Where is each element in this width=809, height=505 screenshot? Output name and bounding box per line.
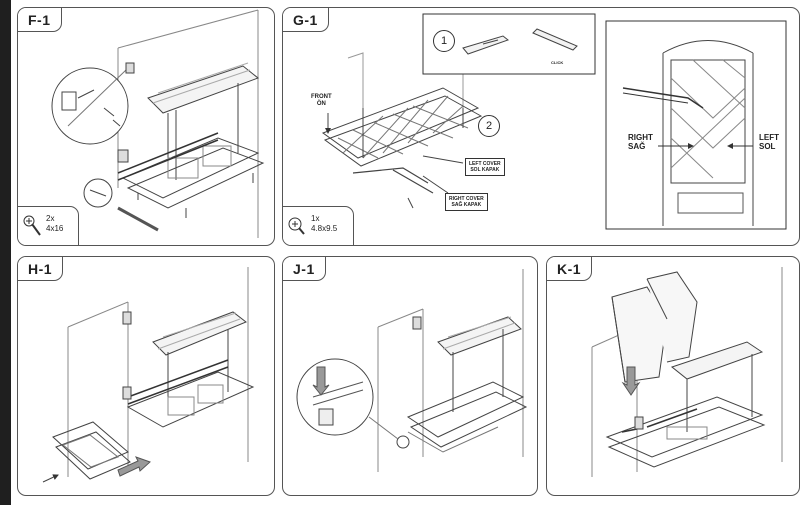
detail-left-label: LEFT SOL [759, 133, 779, 151]
panel-title: F-1 [18, 8, 62, 32]
screw-quantity: 2x [46, 214, 55, 223]
panel-f1: F-1 2x 4x16 [17, 7, 275, 246]
screw-size: 4x16 [46, 224, 64, 233]
hardware-box: 1x 4.8x9.5 [283, 206, 354, 245]
detail-right-label: RIGHT SAĞ [628, 133, 653, 151]
screw-icon [23, 215, 41, 236]
h1-illustration [42, 267, 255, 483]
panel-title: J-1 [283, 257, 326, 281]
step-1-badge: 1 [433, 30, 455, 52]
left-cover-label: LEFT COVER SOL KAPAK [465, 158, 505, 176]
screw-quantity: 1x [311, 214, 320, 223]
right-cover-label: RIGHT COVER SAĞ KAPAK [445, 193, 488, 211]
panel-j1: J-1 [282, 256, 538, 496]
screw-icon [288, 217, 305, 235]
left-edge-bar [0, 0, 11, 505]
step-2-badge: 2 [478, 115, 500, 137]
panel-title: K-1 [547, 257, 593, 281]
hardware-box: 2x 4x16 [18, 206, 79, 245]
panel-k1: K-1 [546, 256, 800, 496]
panel-h1: H-1 [17, 256, 275, 496]
k1-illustration [591, 267, 783, 477]
f1-illustration [51, 9, 265, 238]
click-label: CLICK [551, 60, 564, 65]
j1-illustration [296, 269, 528, 472]
panel-title: H-1 [18, 257, 64, 281]
front-label: FRONT ÖN [311, 94, 332, 107]
panel-g1: G-1 FRONT ÖN 1 2 CLICK LEFT COVER SOL KA… [282, 7, 800, 246]
screw-size: 4.8x9.5 [311, 224, 338, 233]
g1-illustration [321, 13, 787, 230]
panel-title: G-1 [283, 8, 329, 32]
